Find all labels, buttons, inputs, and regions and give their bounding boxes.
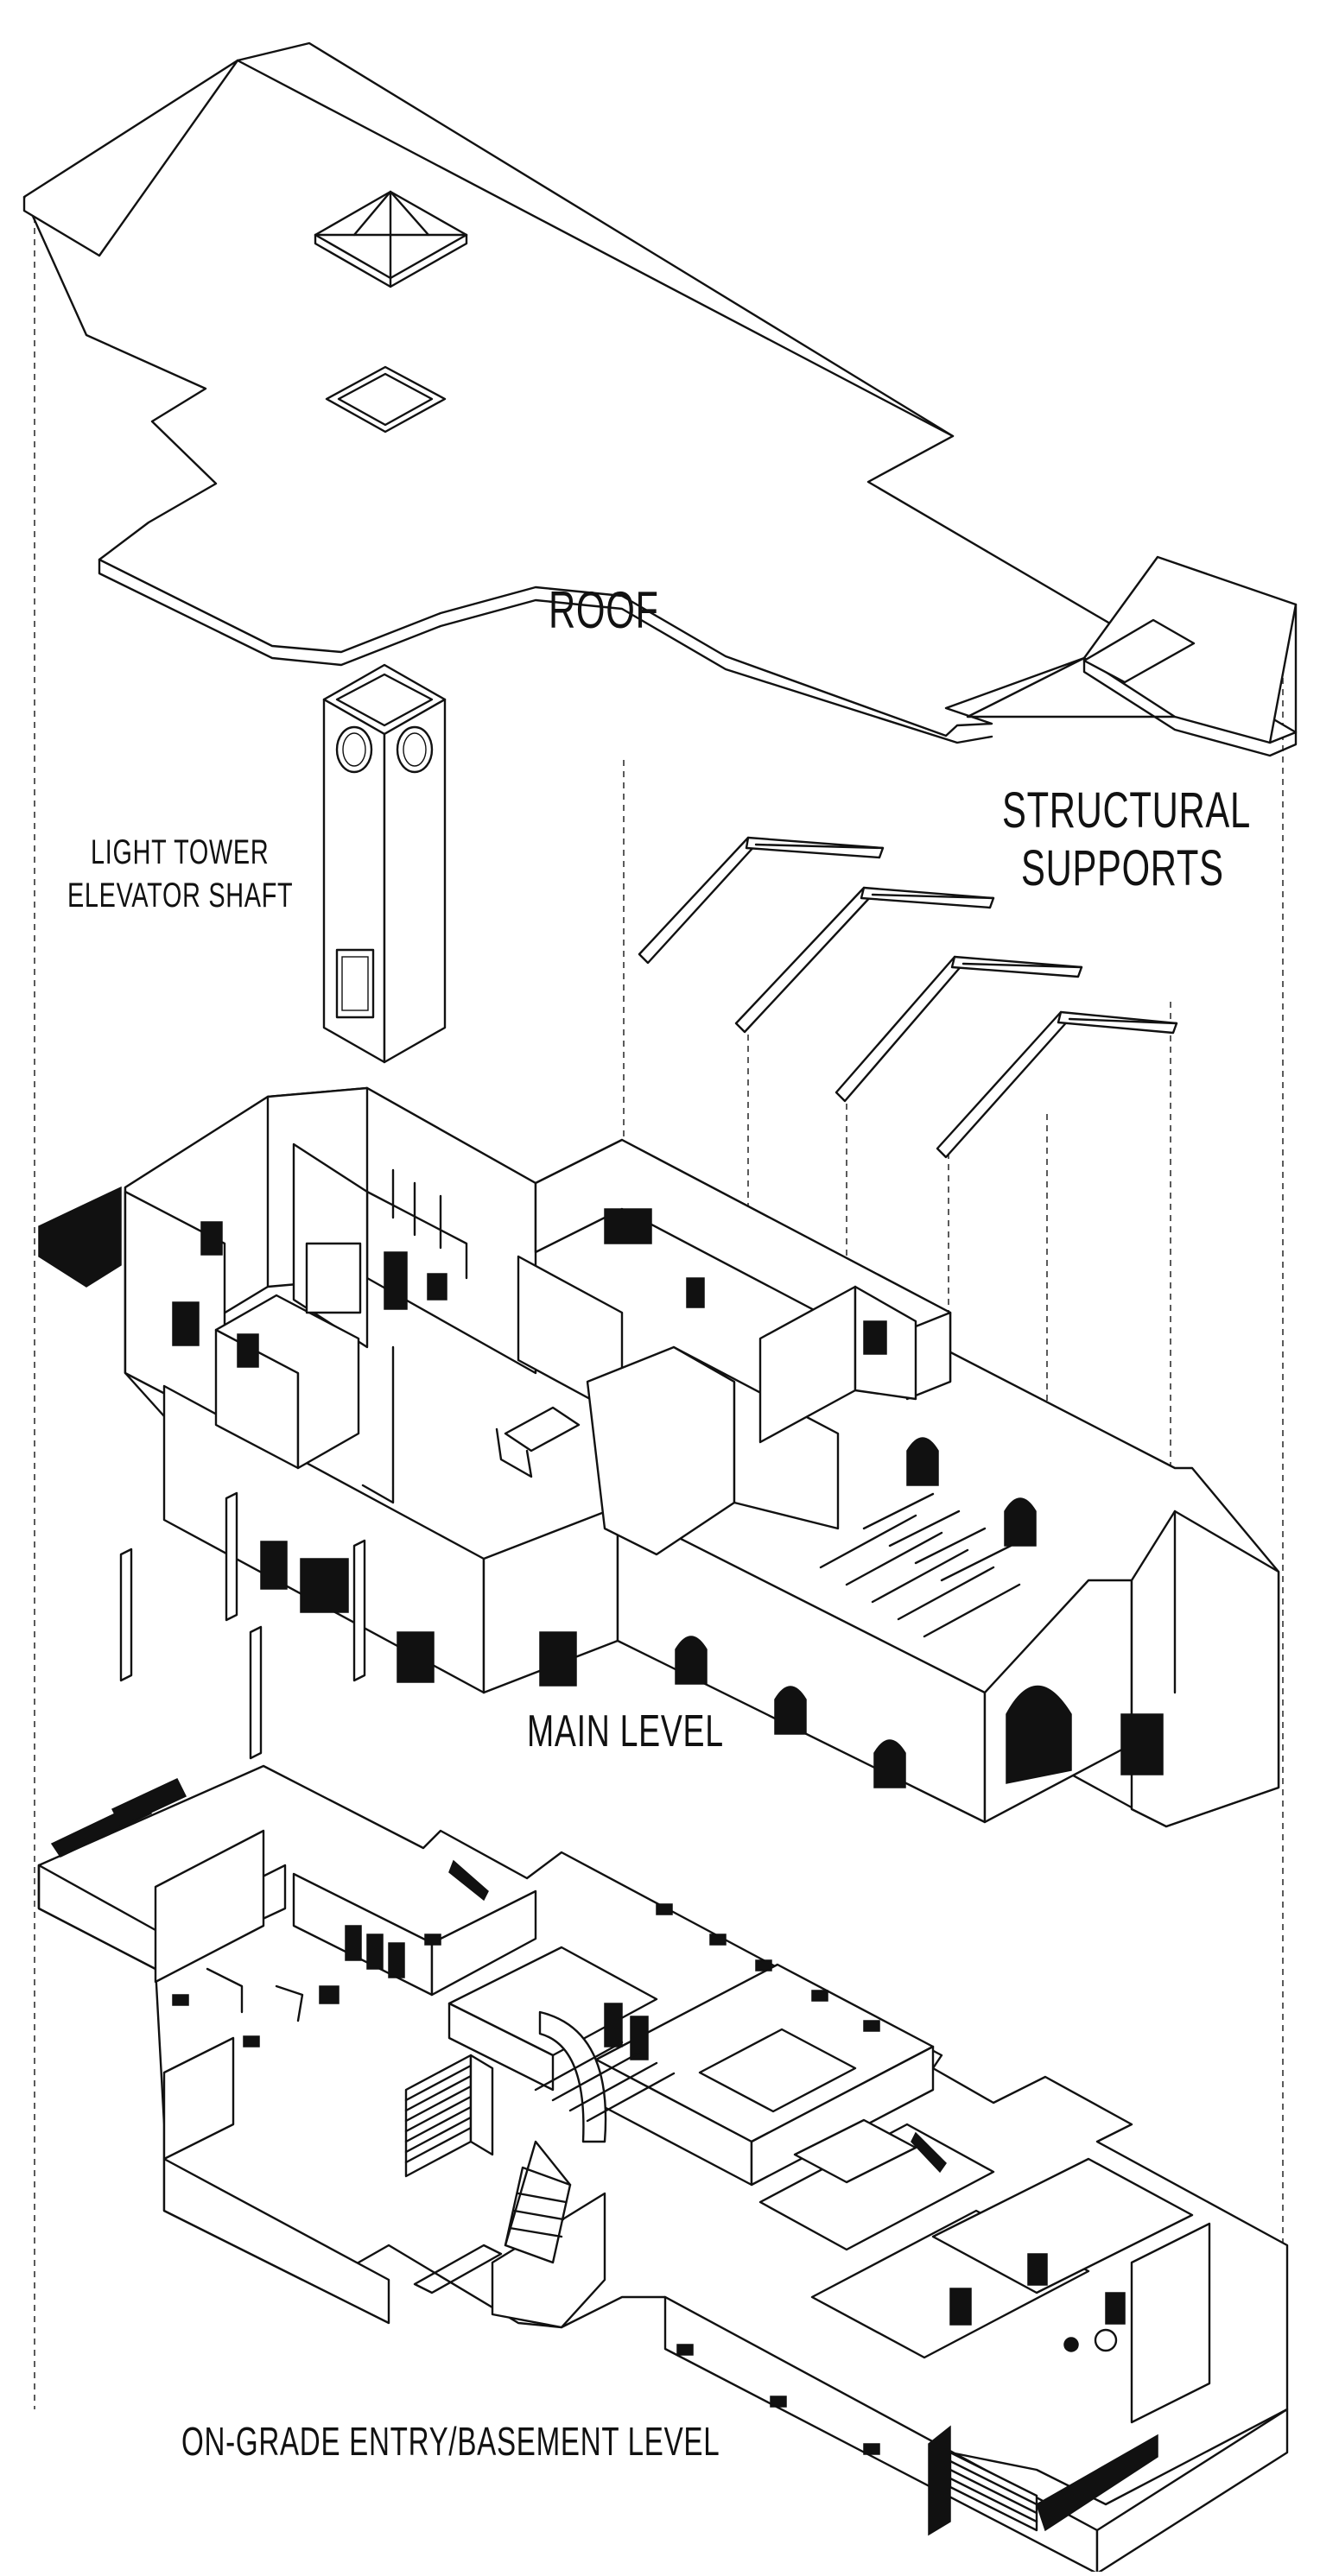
main-level-label: MAIN LEVEL — [527, 1706, 724, 1756]
arched-windows — [675, 1437, 1164, 1788]
basement-level-label: ON-GRADE ENTRY/BASEMENT LEVEL — [181, 2419, 720, 2464]
structural-supports — [638, 836, 1178, 1159]
roof-label: ROOF — [549, 581, 659, 639]
roof — [22, 41, 1298, 757]
light-tower-label-line2: ELEVATOR SHAFT — [67, 877, 294, 915]
support-posts — [119, 1491, 366, 1760]
structural-supports-label-line2: SUPPORTS — [1021, 840, 1224, 896]
interior-stairs — [404, 2054, 494, 2178]
entry-stairs — [50, 1778, 1158, 2536]
light-tower-elevator-shaft — [322, 663, 447, 1064]
pews — [819, 1492, 1021, 1638]
main-level — [38, 1086, 1280, 1828]
light-tower-label-line1: LIGHT TOWER — [91, 833, 270, 871]
basement-level — [37, 1764, 1289, 2575]
structural-supports-label-line1: STRUCTURAL — [1002, 782, 1251, 839]
